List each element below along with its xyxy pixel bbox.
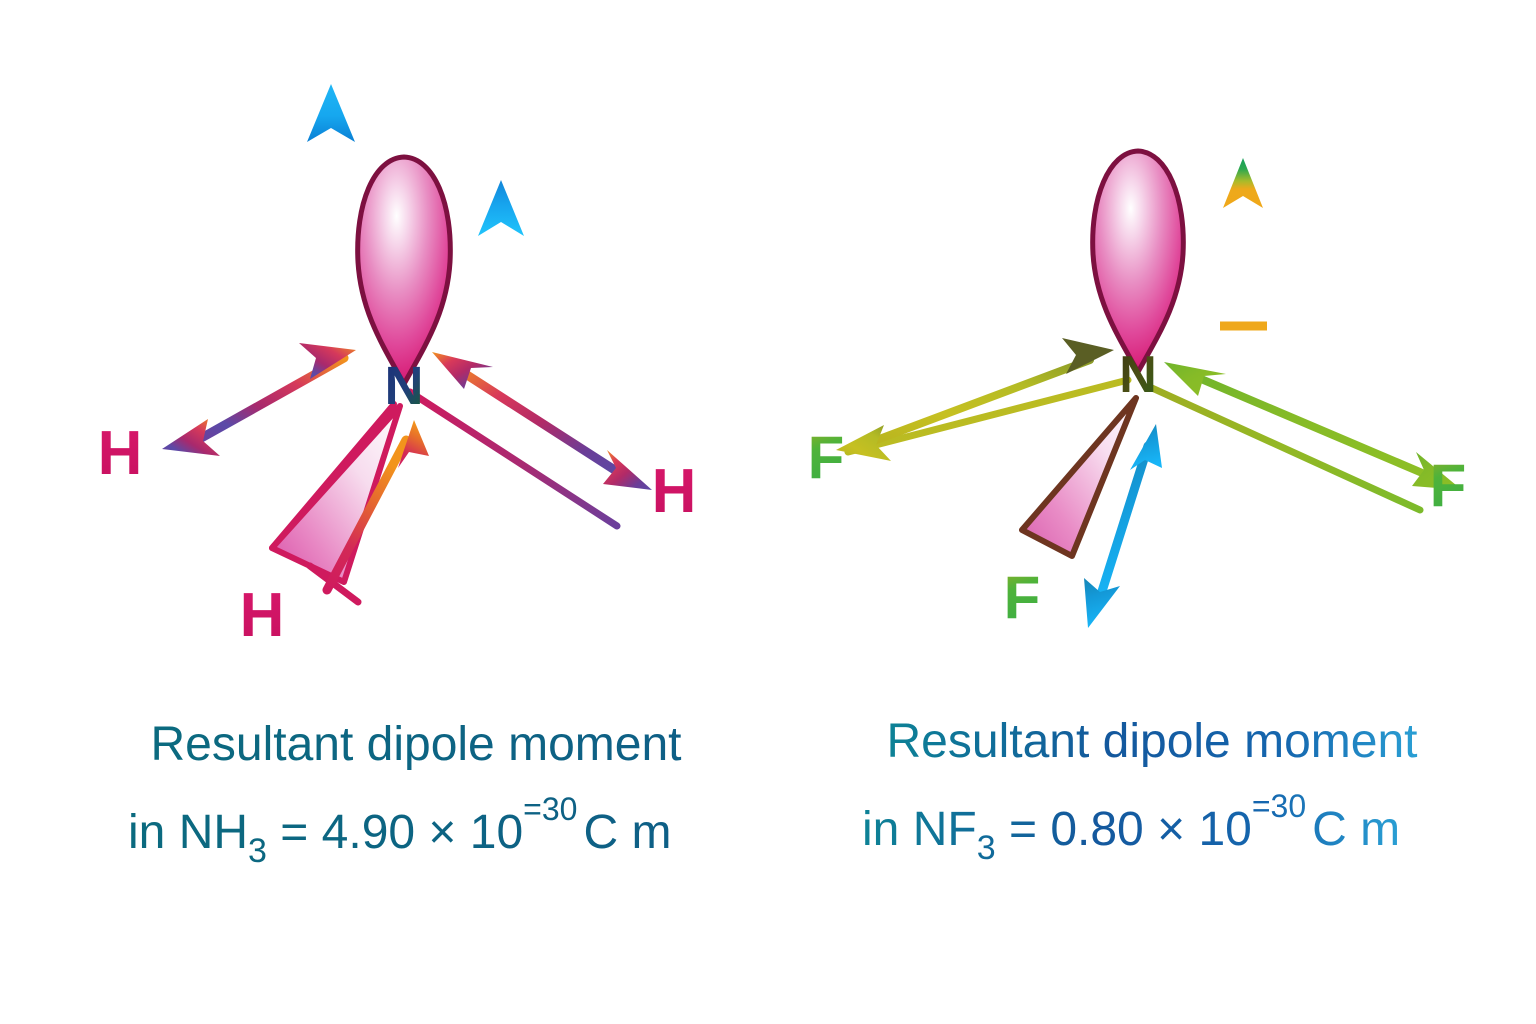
caption-exponent-nf3: =30 (1252, 788, 1306, 824)
caption-subscript-nf3: 3 (977, 829, 996, 867)
bond-dipole-arrow-right (1164, 362, 1462, 490)
panel-nh3: N H H H Resultant dipole moment in NH3 =… (98, 84, 697, 870)
lone-pair-orbital (355, 154, 453, 387)
caption-subscript-nh3: 3 (248, 832, 267, 870)
bond-dipole-arrow-right (432, 352, 652, 490)
atom-label-nitrogen: N (385, 356, 424, 416)
caption-exponent-nh3: =30 (523, 791, 577, 827)
lone-pair-orbital (1090, 148, 1186, 375)
svg-text:in NH3 = 4.90 × 10=30C m: in NH3 = 4.90 × 10=30C m (128, 791, 671, 870)
bond-dipole-arrow-bottom (322, 420, 429, 595)
caption-base-nf3: 10 (1198, 803, 1251, 856)
atom-label-fluorine-bottom: F (1004, 564, 1041, 631)
caption-coefficient-nh3: 4.90 (322, 806, 415, 859)
caption-prefix-nf3: in NF (862, 803, 977, 856)
caption-equals-nh3: = (267, 806, 322, 859)
bond-line-right (406, 388, 621, 530)
resultant-dipole-arrow (1220, 158, 1267, 356)
atom-label-hydrogen-right: H (652, 457, 697, 526)
lone-pair-dipole-arrow (306, 84, 357, 244)
caption-unit-nh3: C m (583, 806, 671, 859)
atom-label-fluorine-right: F (1430, 452, 1467, 519)
caption-line-1-nf3: Resultant dipole moment (887, 715, 1418, 768)
caption-unit-nf3: C m (1312, 803, 1400, 856)
bond-line-right (1148, 384, 1424, 514)
caption-line-1-nh3: Resultant dipole moment (151, 718, 682, 771)
wedge-bond-bottom (1019, 395, 1139, 559)
caption-prefix-nh3: in NH (128, 806, 248, 859)
caption-equals-nf3: = (996, 803, 1051, 856)
panel-nf3: N F F F Resultant dipole moment in NF3 =… (808, 148, 1467, 867)
atom-label-hydrogen-bottom: H (240, 581, 285, 650)
bond-dipole-arrow-left (162, 343, 356, 456)
atom-label-hydrogen-left: H (98, 419, 143, 488)
caption-coefficient-nf3: 0.80 (1050, 803, 1143, 856)
caption-times-nf3: × (1144, 803, 1199, 856)
caption-base-nh3: 10 (470, 806, 523, 859)
svg-text:in NF3 = 0.80 × 10=30C m: in NF3 = 0.80 × 10=30C m (862, 788, 1400, 867)
bond-dipole-arrow-left (836, 338, 1114, 461)
atom-label-nitrogen: N (1119, 346, 1157, 404)
front-bond-dipole-arrow (1084, 424, 1162, 628)
bond-line-left (844, 376, 1132, 456)
caption-times-nh3: × (415, 806, 470, 859)
resultant-dipole-arrow (477, 180, 527, 348)
atom-label-fluorine-left: F (808, 424, 845, 491)
